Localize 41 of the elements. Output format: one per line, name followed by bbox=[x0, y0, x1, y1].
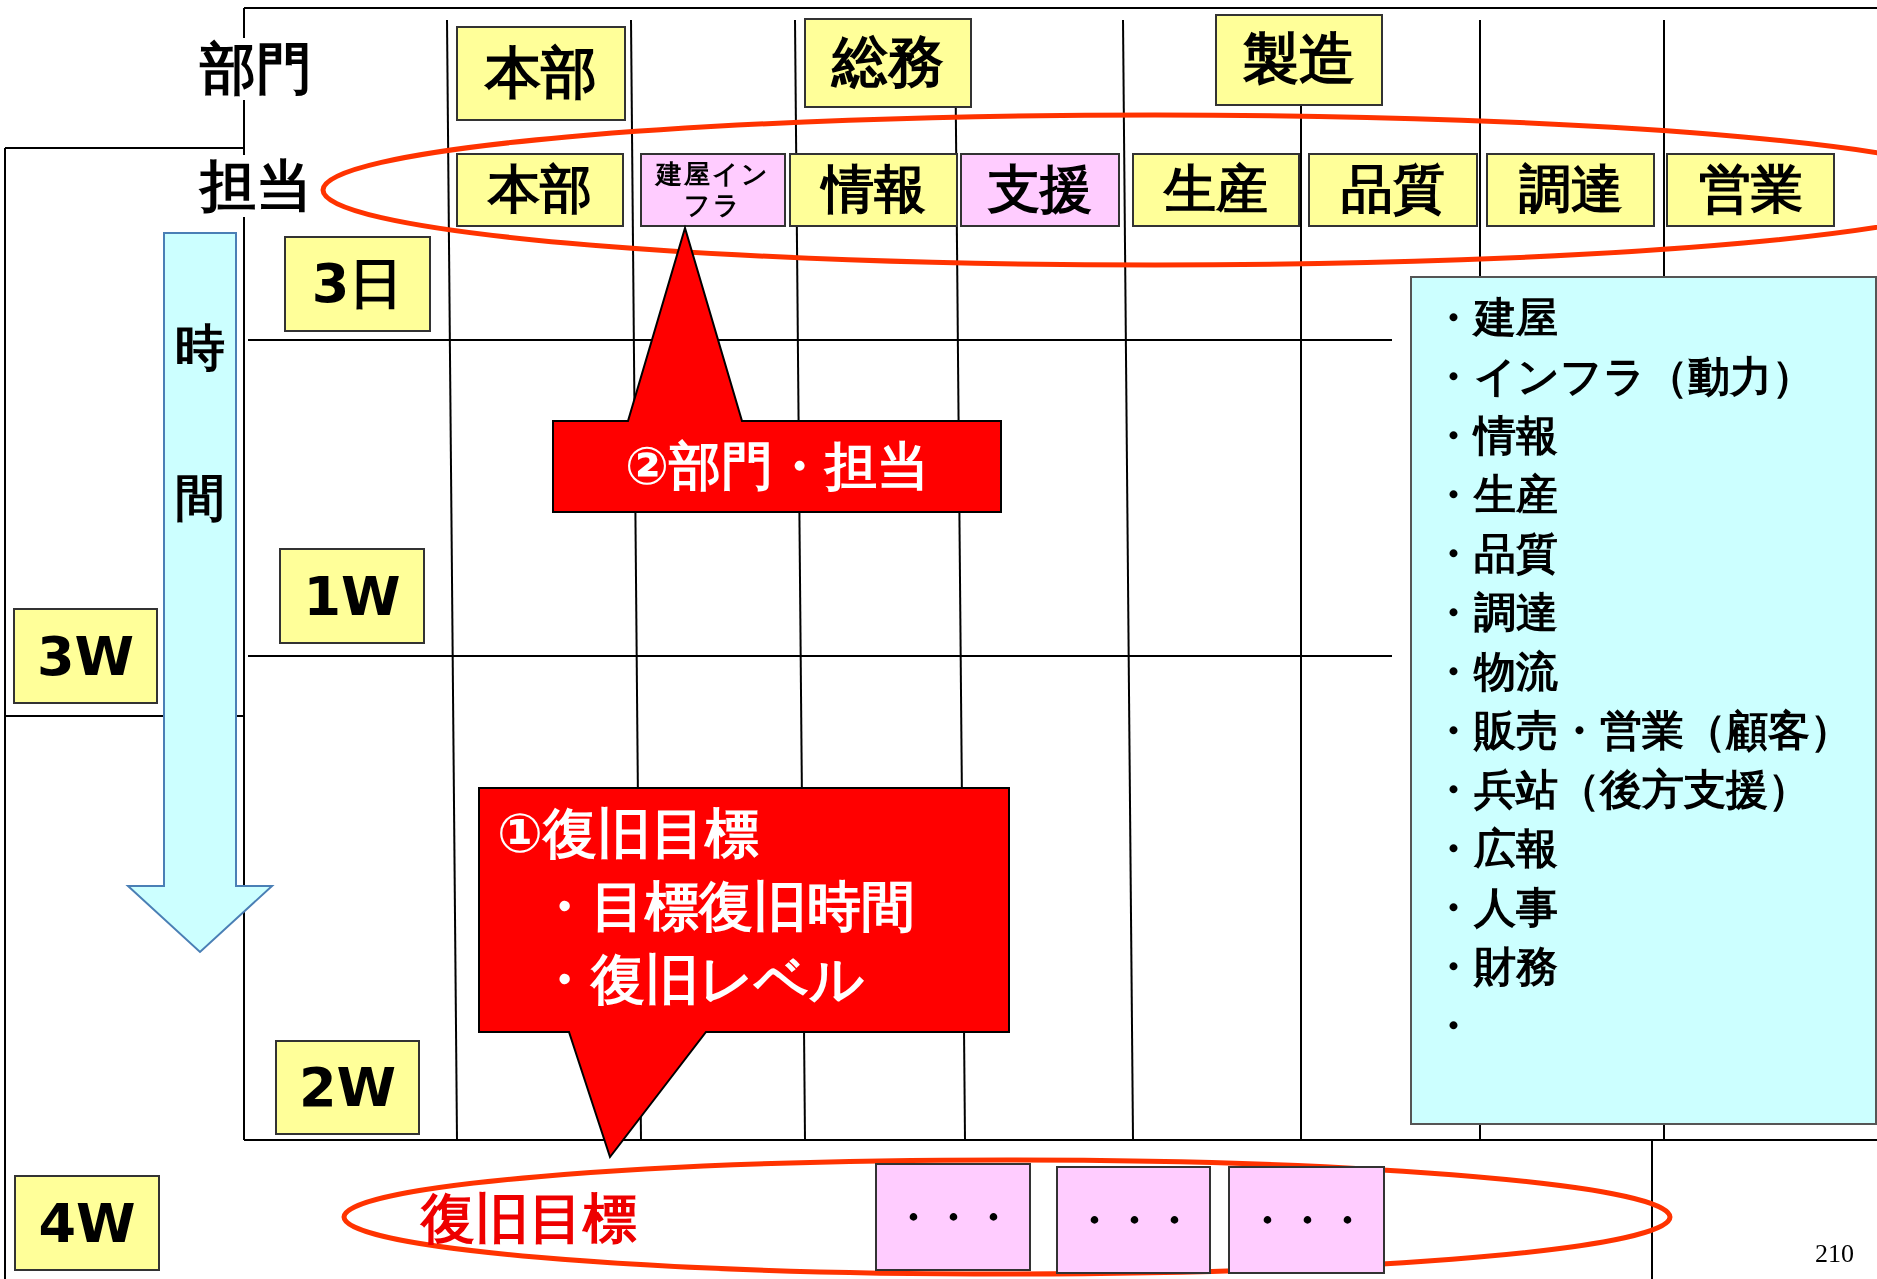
callout-heading: ②部門・担当 bbox=[625, 434, 929, 498]
staff-box: 建屋インフラ bbox=[640, 153, 786, 227]
time-box: 2W bbox=[275, 1040, 420, 1135]
callout-item: ・復旧レベル bbox=[536, 947, 865, 1013]
callout-heading: ①復旧目標 bbox=[497, 802, 760, 867]
list-item: ・ bbox=[1432, 1000, 1474, 1052]
placeholder-box: ・・・ bbox=[1056, 1166, 1211, 1274]
list-item: ・生産 bbox=[1432, 469, 1558, 521]
ellipse-outline bbox=[341, 1157, 1673, 1277]
department-box: 製造 bbox=[1215, 14, 1383, 106]
list-panel bbox=[1410, 276, 1877, 1125]
arrow-label: 時間 bbox=[175, 318, 226, 529]
goal-text: 復旧目標 bbox=[421, 1186, 637, 1252]
placeholder-box: ・・・ bbox=[1228, 1166, 1385, 1274]
list-item: ・物流 bbox=[1432, 646, 1558, 698]
staff-box: 調達 bbox=[1486, 153, 1655, 227]
staff-box: 生産 bbox=[1132, 153, 1300, 227]
time-box: 4W bbox=[14, 1175, 160, 1271]
list-item: ・建屋 bbox=[1432, 292, 1558, 344]
list-item: ・品質 bbox=[1432, 528, 1558, 580]
list-item: ・調達 bbox=[1432, 587, 1558, 639]
callout bbox=[479, 788, 1009, 1159]
list-item: ・情報 bbox=[1432, 410, 1558, 462]
list-item: ・販売・営業（顧客） bbox=[1432, 705, 1852, 757]
time-box: 3W bbox=[13, 608, 158, 704]
staff-box: 営業 bbox=[1666, 153, 1835, 227]
department-box: 本部 bbox=[456, 26, 626, 121]
staff-box: 支援 bbox=[960, 153, 1120, 227]
placeholder-box: ・・・ bbox=[875, 1163, 1031, 1271]
list-item: ・財務 bbox=[1432, 941, 1558, 993]
time-box: 1W bbox=[279, 548, 425, 644]
staff-box: 本部 bbox=[456, 153, 624, 227]
callout-item: ・目標復旧時間 bbox=[536, 874, 916, 940]
list-item: ・インフラ（動力） bbox=[1432, 351, 1814, 403]
list-item: ・人事 bbox=[1432, 882, 1558, 934]
time-box: 3日 bbox=[284, 236, 431, 332]
staff-box: 品質 bbox=[1308, 153, 1478, 227]
list-item: ・広報 bbox=[1432, 823, 1558, 875]
list-item: ・兵站（後方支援） bbox=[1432, 764, 1810, 816]
department-box: 総務 bbox=[804, 18, 972, 108]
staff-box: 情報 bbox=[789, 153, 958, 227]
